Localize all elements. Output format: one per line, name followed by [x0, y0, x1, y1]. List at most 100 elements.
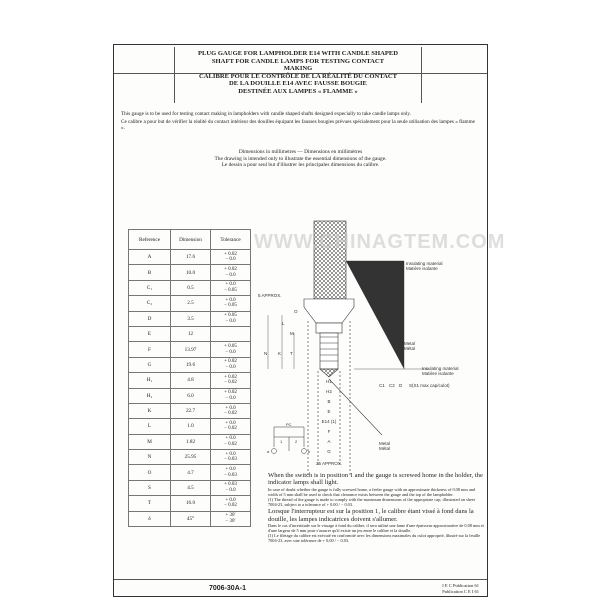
tol-minus: − 0.05 — [224, 287, 237, 293]
table-row: B 10.0 + 0.02− 0.0 — [128, 264, 251, 281]
metal-label: Metal — [404, 341, 415, 346]
publication-fr: Publication C E I 61 — [442, 588, 479, 594]
vertical-dims — [267, 315, 295, 369]
cell-dimension: 13.97 — [170, 341, 211, 358]
cell-dimension: 17.6 — [170, 248, 211, 266]
cell-tolerance — [210, 325, 251, 343]
switch-pos-1: 1 — [280, 439, 283, 444]
tol-minus: − 0.02 — [224, 441, 237, 447]
watermark: WWW.CHINAGTEM.COM — [254, 231, 506, 253]
table-row: K 22.7 + 0.0− 0.02 — [128, 402, 251, 420]
table-row: G 19.6 + 0.02− 0.0 — [128, 356, 251, 374]
tol-plus: + 0.02 — [224, 374, 237, 380]
cell-reference: N — [128, 449, 171, 466]
cell-reference: δ — [128, 510, 171, 528]
dim-35-approx: 35 APPROX. — [316, 461, 342, 466]
cell-dimension: 1.0 — [170, 418, 211, 435]
dim-h1: H1 — [326, 379, 332, 384]
cell-reference: H₂ — [128, 387, 171, 404]
dims-line-2: The drawing is intended only to illustra… — [214, 155, 387, 162]
title-fr-3: DESTINÉE AUX LAMPES « FLAMME » — [238, 87, 358, 95]
tol-plus: + 30′ — [225, 513, 236, 519]
tol-plus: + 0.0 — [225, 497, 236, 503]
title-en-2: SHAFT FOR CANDLE LAMPS FOR TESTING CONTA… — [211, 57, 385, 65]
table-row: F 13.97 + 0.05− 0.0 — [128, 341, 251, 358]
title-en-1: PLUG GAUGE FOR LAMPHOLDER E14 WITH CANDL… — [197, 50, 399, 57]
tol-minus: − 0.0 — [225, 395, 236, 401]
cell-tolerance: + 0.0− 0.02 — [210, 433, 251, 451]
cell-dimension: 1.82 — [170, 433, 211, 451]
cell-reference: F — [128, 341, 171, 358]
col-dimension: Dimension — [170, 229, 211, 250]
tol-minus: − 0.02 — [224, 411, 237, 417]
switch-schematic: PC 1 2 a b — [267, 422, 311, 454]
cell-tolerance: + 0.0− 0.02 — [210, 418, 251, 435]
dim-d: D — [399, 383, 403, 388]
table-row: M 1.82 + 0.0− 0.02 — [128, 433, 251, 451]
cell-tolerance: + 0.0− 0.02 — [210, 402, 251, 420]
tol-minus: − 0.02 — [224, 426, 237, 432]
cell-tolerance: + 0.05− 0.0 — [210, 341, 251, 358]
tol-plus: + 0.02 — [224, 251, 237, 257]
tol-plus: + 0.0 — [225, 282, 236, 288]
tol-minus: − 0.0 — [225, 257, 236, 263]
divider — [114, 73, 487, 74]
col-tolerance: Tolerance — [210, 229, 251, 250]
metal-label-2-fr: Métal — [379, 446, 390, 451]
table-row: H₂ 6.0 + 0.02− 0.0 — [128, 387, 251, 404]
cell-tolerance: + 0.02− 0.0 — [210, 248, 251, 266]
table-row: δ 45° + 30′− 30′ — [128, 510, 251, 528]
dim-e: E — [327, 409, 330, 414]
gauge-drawing: Insulating material Matière isolante Met… — [258, 220, 459, 475]
dim-b: B — [327, 399, 330, 404]
publication-en: I E C Publication 61 — [442, 583, 479, 588]
cell-reference: C₂ — [128, 295, 171, 312]
cell-tolerance: + 0.02− 0.02 — [210, 372, 251, 389]
dim-m: M — [290, 331, 294, 336]
dim-a: A — [327, 439, 330, 444]
tol-plus: + 0.0 — [225, 405, 236, 411]
title-fr-2: DE LA DOUILLE E14 AVEC FAUSSE BOUGIE — [229, 80, 367, 88]
cell-dimension: 22.7 — [170, 402, 211, 420]
cell-reference: L — [128, 418, 171, 435]
cell-tolerance: + 0.0− 0.05 — [210, 279, 251, 297]
gauge-neck — [315, 322, 343, 334]
document-sheet: PLUG GAUGE FOR LAMPHOLDER E14 WITH CANDL… — [113, 44, 504, 598]
table-row: C₂ 2.5 + 0.0− 0.05 — [128, 295, 251, 312]
tol-minus: − 0.03 — [224, 472, 237, 478]
tol-plus: + 0.02 — [224, 266, 237, 272]
table-row: D 3.5 + 0.05− 0.0 — [128, 310, 251, 327]
cell-dimension: 6.0 — [170, 387, 211, 404]
note-en-small: In case of doubt whether the gauge is fu… — [268, 486, 476, 497]
cell-tolerance: + 0.02− 0.0 — [210, 356, 251, 374]
dim-n: N — [264, 351, 267, 356]
switch-pos-2: 2 — [295, 439, 298, 444]
cell-dimension: 16.0 — [170, 495, 211, 512]
note-en-main: When the switch is in position 1 and the… — [268, 472, 483, 487]
contact-tip — [319, 368, 339, 378]
insulating-label: Insulating material — [406, 261, 443, 266]
tol-plus: + 0.0 — [225, 451, 236, 457]
table-row: O 4.7 + 0.0− 0.03 — [128, 464, 251, 481]
intro-text: This gauge is to be used for testing con… — [121, 111, 480, 134]
tol-minus: − 0.03 — [224, 457, 237, 463]
table-row: L 1.0 + 0.0− 0.02 — [128, 418, 251, 435]
cell-tolerance: + 30′− 30′ — [210, 510, 251, 528]
cell-reference: K — [128, 402, 171, 420]
col-reference: Reference — [128, 229, 171, 250]
cell-tolerance: + 0.0− 0.05 — [210, 295, 251, 312]
tol-minus: − 0.0 — [225, 318, 236, 324]
footer: 7006-30A-1 I E C Publication 61 Publicat… — [114, 579, 487, 598]
tol-plus: + 0.02 — [224, 390, 237, 396]
horizontal-dim-labels: H1 H2 B E E14 (1) F A G 35 APPROX. — [316, 379, 342, 466]
cell-tolerance: + 0.03− 0.0 — [210, 479, 251, 497]
gauge-collar — [303, 298, 355, 324]
cell-tolerance: + 0.02− 0.0 — [210, 387, 251, 404]
cell-dimension: 10.0 — [170, 264, 211, 281]
cell-reference: T — [128, 495, 171, 512]
tol-plus: + 0.03 — [224, 482, 237, 488]
cell-tolerance: + 0.0− 0.03 — [210, 464, 251, 481]
dim-o: O — [294, 309, 298, 314]
cell-tolerance: + 0.05− 0.0 — [210, 310, 251, 327]
cell-dimension: 4.5 — [170, 479, 211, 497]
